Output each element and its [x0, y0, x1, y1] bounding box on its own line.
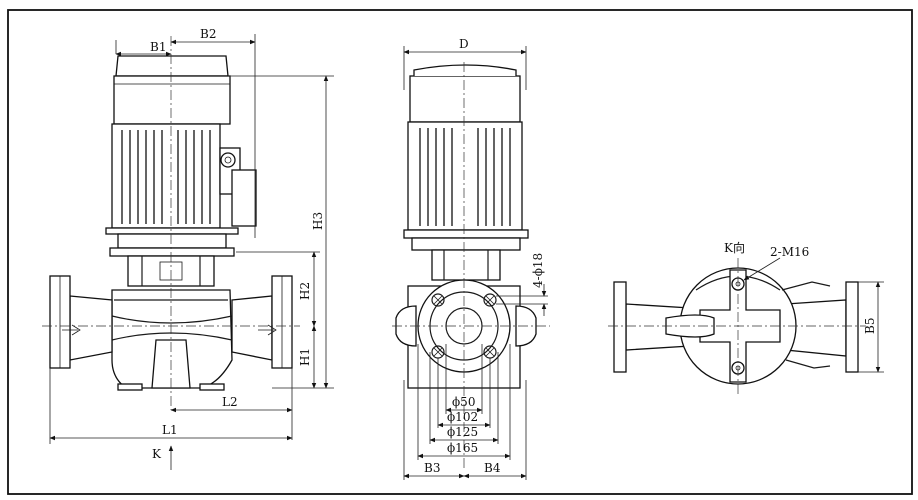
label-k-direction: K向 [724, 240, 745, 255]
label-l2: L2 [222, 395, 238, 409]
side-motor-flange [403, 229, 529, 239]
side-dimensions: D 4-ϕ18 ϕ50 ϕ102 ϕ125 ϕ165 B3 B4 [403, 37, 548, 480]
bottom-view [608, 258, 866, 396]
label-h3: H3 [311, 212, 325, 230]
label-b3: B3 [424, 461, 440, 475]
front-dimensions: B1 B2 H3 H2 H1 L2 L1 K [49, 27, 334, 470]
label-b4: B4 [484, 461, 501, 475]
front-view [42, 36, 300, 410]
front-flow-arrow-out [258, 324, 277, 336]
label-d: D [459, 37, 469, 51]
label-h1: H1 [298, 348, 312, 366]
side-view [392, 62, 550, 470]
bottom-dimensions: K向 2-M16 B5 [724, 240, 884, 373]
side-motor-fins [419, 128, 511, 226]
label-b5: B5 [863, 318, 877, 334]
drawing-border [7, 9, 913, 495]
label-h2: H2 [298, 282, 312, 300]
side-motor-top [409, 75, 521, 123]
label-b2: B2 [200, 27, 216, 41]
front-motor-cap [115, 55, 229, 77]
label-k: K [152, 447, 162, 461]
front-cable-gland [220, 152, 236, 168]
front-flow-arrow-in [62, 324, 81, 336]
front-motor-flange [105, 227, 239, 235]
label-phi125: ϕ125 [447, 425, 478, 439]
label-phi165: ϕ165 [447, 441, 478, 455]
k-inlet-flange [613, 281, 627, 373]
side-bracket [431, 249, 501, 281]
label-l1: L1 [162, 423, 178, 437]
front-outlet-pipe [231, 295, 273, 361]
front-motor-body [111, 123, 221, 229]
k-outlet-flange [845, 281, 859, 373]
label-m16: 2-M16 [770, 245, 809, 259]
side-motor-body [407, 121, 523, 231]
label-b1: B1 [150, 40, 166, 54]
front-motor-fins [121, 130, 211, 224]
label-phi102: ϕ102 [447, 410, 478, 424]
front-motor-top [113, 75, 231, 125]
label-phi50: ϕ50 [452, 395, 475, 409]
label-holes: 4-ϕ18 [531, 253, 545, 288]
